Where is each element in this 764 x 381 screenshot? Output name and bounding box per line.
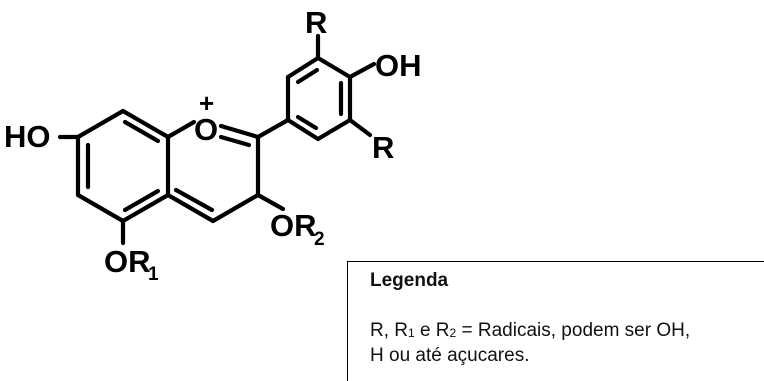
- or2-label: OR: [270, 208, 317, 243]
- bond: [122, 119, 161, 144]
- bond: [218, 123, 261, 140]
- bond: [218, 134, 252, 148]
- or2-subscript: 2: [314, 229, 325, 250]
- ring-oxygen-label: O: [194, 112, 218, 147]
- bond: [255, 192, 286, 212]
- ho-left-label: HO: [4, 119, 51, 154]
- legend-box: Legenda R, R1 e R2 = Radicais, podem ser…: [347, 261, 764, 381]
- legend-line-2: H ou até açucares.: [370, 345, 530, 366]
- bond: [347, 61, 377, 80]
- bond-lines: [57, 33, 377, 246]
- bond: [173, 187, 215, 213]
- positive-charge: +: [199, 88, 214, 118]
- legend-text: = Radicais, podem ser OH,: [456, 320, 691, 341]
- legend-text: e R: [414, 320, 450, 341]
- bond: [285, 55, 321, 80]
- r-right-label: R: [372, 130, 394, 165]
- bond: [347, 117, 373, 138]
- legend-line-1: R, R1 e R2 = Radicais, podem ser OH,: [370, 320, 690, 342]
- bond: [255, 117, 291, 140]
- bond: [295, 114, 319, 131]
- bond: [120, 108, 171, 140]
- r-top-label: R: [305, 5, 327, 40]
- oh-top-label: OH: [375, 48, 422, 83]
- or1-label: OR: [104, 244, 151, 279]
- bond: [165, 119, 197, 140]
- bond: [285, 117, 321, 142]
- bond: [122, 188, 161, 213]
- bond: [210, 192, 261, 224]
- anthocyanin-structure: R OH R HO O + OR 2 OR 1: [4, 5, 422, 285]
- or1-subscript: 1: [148, 264, 159, 285]
- bond: [75, 192, 126, 224]
- legend-text: R, R: [370, 320, 408, 341]
- bond: [120, 192, 171, 224]
- legend-subscript: 1: [408, 326, 415, 340]
- bond: [315, 117, 353, 142]
- bond: [165, 192, 216, 224]
- bond: [315, 55, 353, 80]
- legend-title: Legenda: [370, 270, 449, 291]
- bond: [75, 108, 126, 140]
- legend-subscript: 2: [449, 326, 457, 340]
- bond: [295, 67, 320, 85]
